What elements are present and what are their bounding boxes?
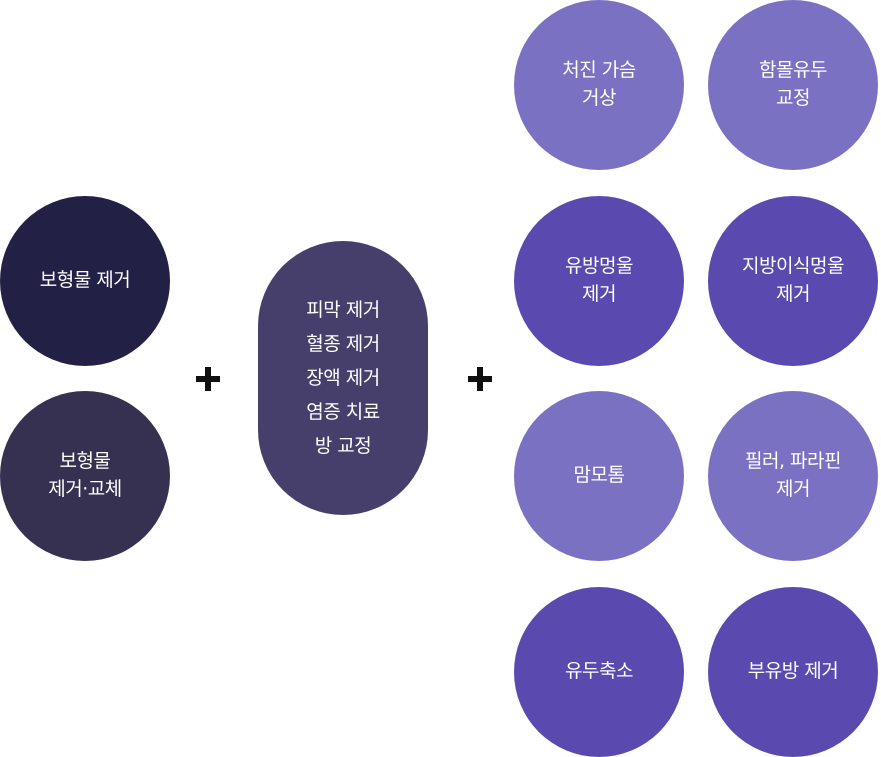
capsule-removal-line: 피막 제거 <box>306 299 380 321</box>
seroma-removal-line: 장액 제거 <box>306 367 380 389</box>
plus-icon <box>196 367 220 391</box>
nipple-reduction-label: 유두축소 <box>565 660 633 683</box>
nipple-reduction-circle: 유두축소 <box>514 587 684 757</box>
capsule-procedures-pill: 피막 제거 혈종 제거 장액 제거 염증 치료 방 교정 <box>258 241 428 515</box>
hematoma-removal-line: 혈종 제거 <box>306 333 380 355</box>
implant-removal-label: 보형물 제거 <box>39 269 131 292</box>
breast-lump-removal-label: 유방멍울 제거 <box>565 255 633 305</box>
implant-removal-replacement-label: 보형물 제거·교체 <box>48 450 122 500</box>
breast-lift-label: 처진 가슴 거상 <box>562 59 636 109</box>
pocket-correction-line: 방 교정 <box>314 435 372 457</box>
accessory-breast-removal-label: 부유방 제거 <box>747 660 839 683</box>
plus-icon <box>468 367 492 391</box>
filler-paraffin-removal-circle: 필러, 파라핀 제거 <box>708 391 878 561</box>
mammotome-circle: 맘모톰 <box>514 391 684 561</box>
inverted-nipple-correction-label: 함몰유두 교정 <box>759 59 827 109</box>
fat-graft-lump-removal-circle: 지방이식멍울 제거 <box>708 196 878 366</box>
mammotome-label: 맘모톰 <box>573 464 625 487</box>
accessory-breast-removal-circle: 부유방 제거 <box>708 587 878 757</box>
filler-paraffin-removal-label: 필러, 파라핀 제거 <box>745 450 841 500</box>
inflammation-treatment-line: 염증 치료 <box>306 401 380 423</box>
inverted-nipple-correction-circle: 함몰유두 교정 <box>708 0 878 170</box>
implant-removal-replacement-circle: 보형물 제거·교체 <box>0 391 170 561</box>
breast-lump-removal-circle: 유방멍울 제거 <box>514 196 684 366</box>
breast-lift-circle: 처진 가슴 거상 <box>514 0 684 170</box>
implant-removal-circle: 보형물 제거 <box>0 196 170 366</box>
fat-graft-lump-removal-label: 지방이식멍울 제거 <box>742 255 844 305</box>
